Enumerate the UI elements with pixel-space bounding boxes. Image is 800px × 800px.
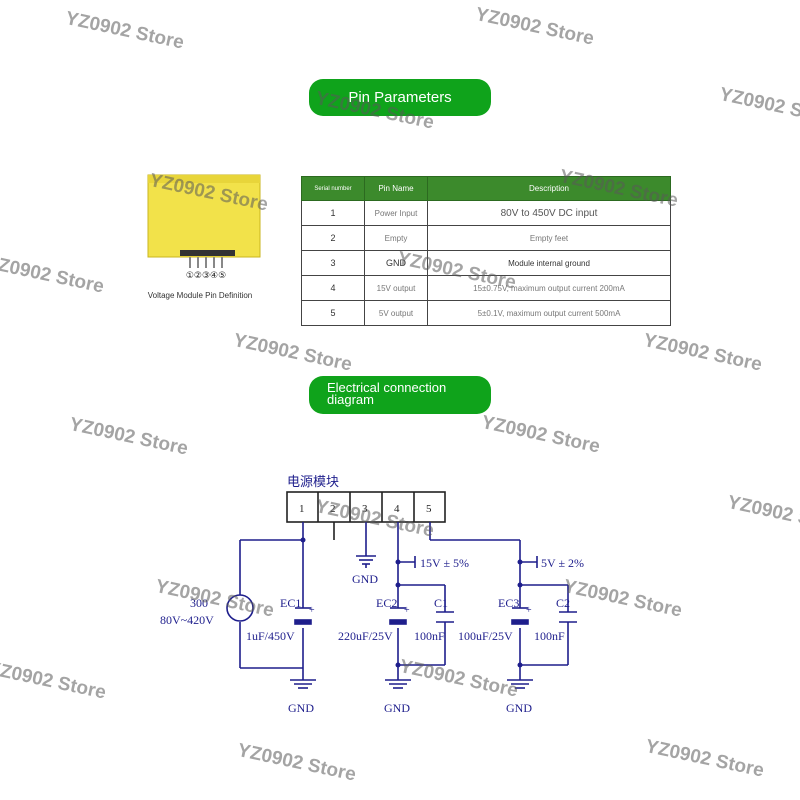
row-description: 5±0.1V, maximum output current 500mA [427, 300, 671, 326]
table-row: 2 Empty Empty feet [301, 225, 671, 251]
row-pin-name: 5V output [364, 300, 428, 326]
watermark: YZ0902 Store [231, 330, 354, 376]
row-number: 5 [301, 300, 365, 326]
watermark: YZ0902 Store [725, 492, 800, 538]
table-row: 4 15V output 15±0.75V, maximum output cu… [301, 275, 671, 301]
row-description: 15±0.75V, maximum output current 200mA [427, 275, 671, 301]
gnd-label: GND [288, 701, 314, 715]
watermark: YZ0902 Store [641, 330, 764, 376]
c2-value: 100nF [534, 629, 565, 643]
c1-value: 100nF [414, 629, 445, 643]
ec3-label: EC3 [498, 596, 519, 610]
row-description: Module internal ground [427, 250, 671, 276]
ec2-value: 220uF/25V [338, 629, 393, 643]
row-number: 1 [301, 200, 365, 226]
row-pin-name: Empty [364, 225, 428, 251]
col-header-serial: Serial number [301, 176, 365, 201]
pin-markers: ①②③④⑤ [186, 271, 226, 281]
c2-label: C2 [556, 596, 570, 610]
row-pin-name: 15V output [364, 275, 428, 301]
section-title-pin-parameters: Pin Parameters [309, 79, 491, 116]
watermark: YZ0902 Store [0, 252, 106, 298]
module-label: 电源模块 [287, 475, 339, 490]
pin-number: 3 [362, 503, 368, 515]
col-header-description: Description [427, 176, 671, 201]
schematic-wires [226, 491, 577, 689]
source-range: 80V~420V [160, 613, 214, 627]
diagram-title-line2: diagram [327, 392, 374, 407]
voltage-module-image: ①②③④⑤ [147, 174, 261, 281]
row-number: 2 [301, 225, 365, 251]
gnd-label: GND [506, 701, 532, 715]
output-5v-label: 5V ± 2% [541, 556, 584, 570]
row-description: 80V to 450V DC input [427, 200, 671, 226]
output-15v-label: 15V ± 5% [420, 556, 469, 570]
source-label: 300 [190, 596, 208, 610]
pin-number: 2 [330, 503, 336, 515]
c1-label: C1 [434, 596, 448, 610]
table-row: 5 5V output 5±0.1V, maximum output curre… [301, 300, 671, 326]
module-caption: Voltage Module Pin Definition [147, 291, 253, 300]
watermark: YZ0902 Store [0, 658, 108, 704]
watermark: YZ0902 Store [67, 414, 190, 460]
ec2-label: EC2 [376, 596, 397, 610]
row-pin-name: Power Input [364, 200, 428, 226]
ec3-plus: + [526, 605, 532, 616]
watermark: YZ0902 Store [63, 8, 186, 54]
row-number: 3 [301, 250, 365, 276]
watermark: YZ0902 Store [643, 736, 766, 782]
row-number: 4 [301, 275, 365, 301]
ec1-plus: + [309, 605, 315, 616]
row-description: Empty feet [427, 225, 671, 251]
pin-number: 4 [394, 503, 400, 515]
table-row: 3 GND Module internal ground [301, 250, 671, 276]
pin-table: Serial number Pin Name Description 1 Pow… [301, 176, 671, 326]
watermark: YZ0902 Store [235, 740, 358, 786]
diagram-title-line1: Electrical connection [327, 380, 447, 395]
gnd-label: GND [352, 572, 378, 586]
watermark: YZ0902 Store [717, 84, 800, 130]
pin-number: 1 [299, 503, 305, 515]
ec1-value: 1uF/450V [246, 629, 295, 643]
watermark: YZ0902 Store [473, 4, 596, 50]
pin-number: 5 [426, 503, 432, 515]
ec1-label: EC1 [280, 596, 301, 610]
ec3-value: 100uF/25V [458, 629, 513, 643]
col-header-pin-name: Pin Name [364, 176, 428, 201]
gnd-label: GND [384, 701, 410, 715]
row-pin-name: GND [364, 250, 428, 276]
electrical-schematic: 电源模块 1 2 3 4 5 GND GND GND GND 300 80V~4… [160, 475, 584, 715]
ec2-plus: + [404, 605, 410, 616]
section-title-electrical-diagram: Electrical connection diagram [309, 376, 491, 414]
table-row: 1 Power Input 80V to 450V DC input [301, 200, 671, 226]
